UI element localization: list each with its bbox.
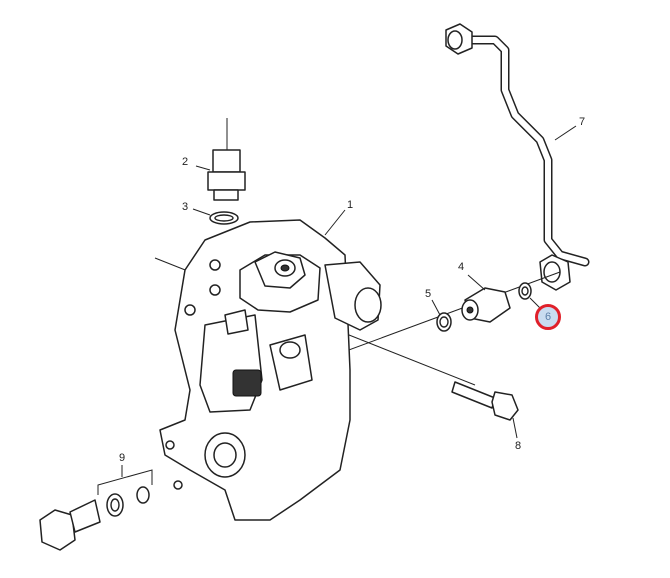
plug-kit-part-9[interactable] [39, 465, 153, 551]
fuel-pipe-part-7[interactable] [445, 23, 590, 291]
sealing-ring-part-5[interactable] [436, 312, 452, 332]
sensor-part-2[interactable] [207, 118, 246, 201]
fitting-part-4[interactable] [461, 287, 511, 323]
callout-6-highlighted[interactable]: 6 [535, 304, 561, 330]
callout-2[interactable]: 2 [181, 156, 189, 168]
o-ring-part-6[interactable] [518, 282, 532, 300]
callout-9[interactable]: 9 [118, 452, 126, 464]
callout-1[interactable]: 1 [346, 199, 354, 211]
callout-8[interactable]: 8 [514, 440, 522, 452]
pump-body-part-1[interactable] [159, 219, 382, 521]
o-ring-part-3[interactable] [209, 211, 239, 225]
bolt-part-8[interactable] [451, 381, 519, 421]
callout-7[interactable]: 7 [578, 116, 586, 128]
callout-3[interactable]: 3 [181, 201, 189, 213]
callout-5[interactable]: 5 [424, 288, 432, 300]
callout-4[interactable]: 4 [457, 261, 465, 273]
